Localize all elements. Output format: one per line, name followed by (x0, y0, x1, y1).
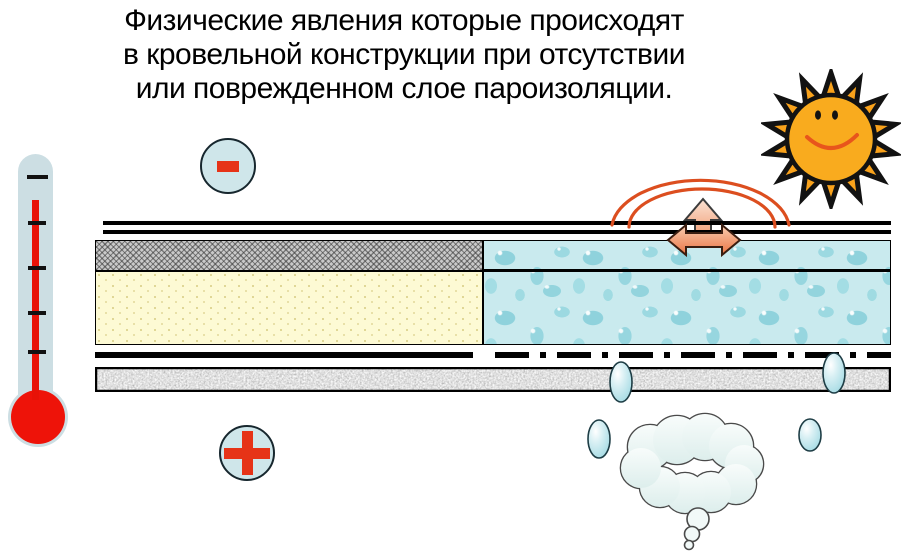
sun-eye (832, 110, 838, 120)
sun-smile (805, 133, 859, 150)
minus-icon (217, 160, 239, 172)
damaged-vapor-barrier-line (495, 352, 891, 358)
condensate-cloud-icon (619, 412, 765, 551)
thermometer-tick (27, 175, 48, 179)
title-line-3: или поврежденном слое пароизоляции. (135, 72, 673, 105)
sun-rays (761, 69, 901, 209)
vapor-barrier-line (95, 352, 473, 358)
screed-hatch-layer (95, 240, 483, 271)
roof-deck-line-top (103, 221, 891, 225)
heat-waves-icon (610, 178, 791, 229)
roof-deck-line-bottom (103, 230, 891, 234)
wet-insulation-layer (483, 240, 891, 345)
minus-badge-icon (200, 138, 256, 194)
water-droplet-icon (587, 419, 611, 459)
concrete-slab-layer (95, 367, 891, 392)
layer-divider-line (484, 269, 890, 272)
thermometer-tick (28, 266, 46, 270)
plus-badge-icon (219, 425, 275, 481)
title-line-1: Физические явления которые происходят (124, 4, 684, 37)
water-droplet-icon (798, 418, 822, 452)
title-line-2: в кровельной конструкции при отсутствии (122, 38, 686, 71)
thermometer-tick (28, 350, 46, 354)
sun-eye (815, 110, 821, 120)
insulation-layer (95, 271, 483, 345)
thermometer-tick (28, 311, 46, 315)
slide-title: Физические явления которые происходят в … (58, 4, 750, 106)
plus-icon (224, 430, 270, 476)
thermometer-mercury (32, 200, 39, 400)
thermometer-icon (8, 148, 78, 458)
thermometer-tick (28, 221, 46, 225)
sun-icon (761, 69, 901, 209)
